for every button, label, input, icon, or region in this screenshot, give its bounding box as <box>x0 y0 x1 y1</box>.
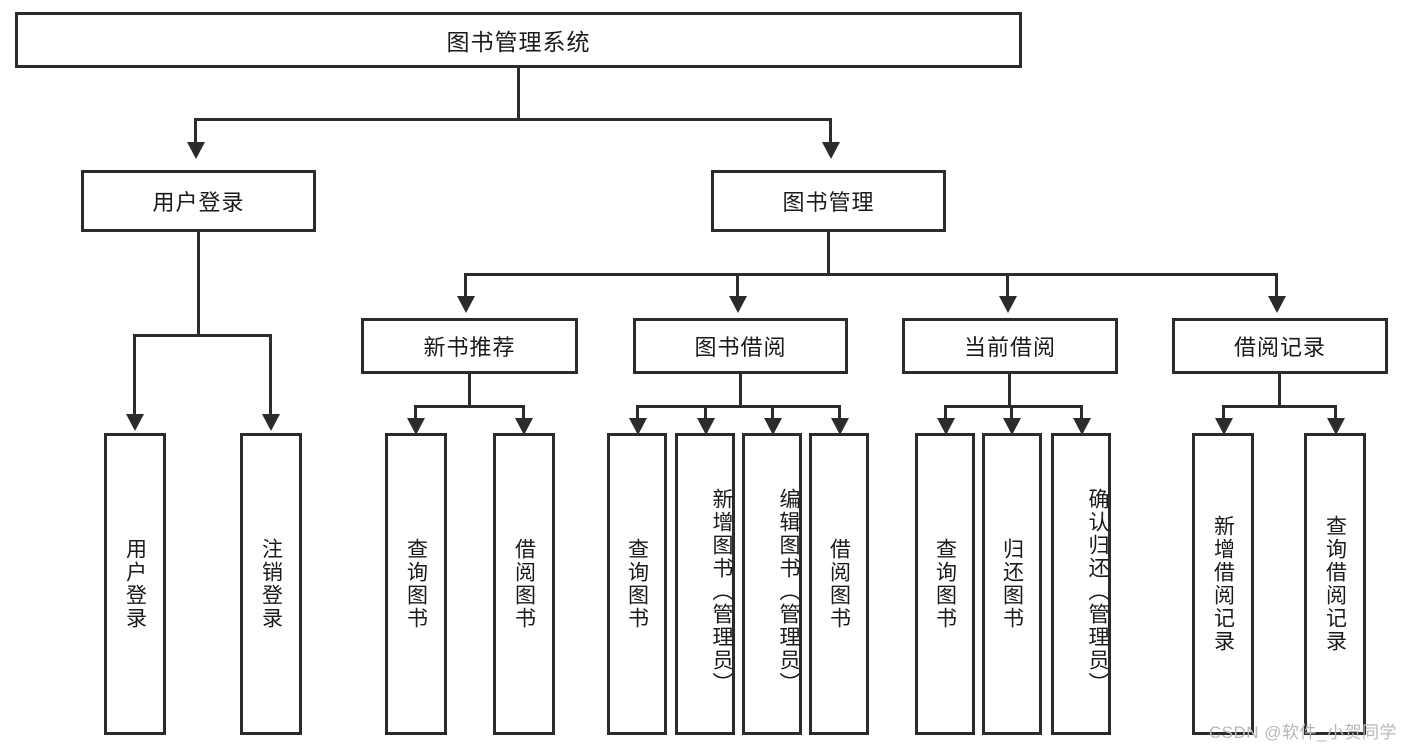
leaf-add-book[interactable]: 新增图书（管理员） <box>675 433 735 735</box>
connector-to-book-borrow <box>736 273 739 298</box>
arrow-to-book-borrow <box>729 296 747 313</box>
connector-to-current-borrow <box>1006 273 1009 298</box>
arrow-to-leaf-query-book-c <box>937 418 955 435</box>
connector-book-borrow-d4 <box>838 405 841 420</box>
connector-book-borrow-d1 <box>636 405 639 420</box>
node-new-book-rec[interactable]: 新书推荐 <box>361 318 578 374</box>
connector-root-to-user-login <box>194 118 197 144</box>
leaf-user-login[interactable]: 用户登录 <box>104 433 166 735</box>
connector-book-borrow-bar <box>636 405 841 408</box>
connector-book-manage-bar <box>464 273 1278 276</box>
arrow-to-borrow-record <box>1268 296 1286 313</box>
leaf-add-record[interactable]: 新增借阅记录 <box>1192 433 1254 735</box>
leaf-query-record[interactable]: 查询借阅记录 <box>1304 433 1366 735</box>
connector-root-bar <box>194 118 832 121</box>
connector-user-login-stem <box>197 232 200 337</box>
connector-book-borrow-d3 <box>771 405 774 420</box>
connector-new-book-rec-d1 <box>414 405 417 420</box>
connector-current-borrow-d1 <box>944 405 947 420</box>
connector-user-login-bar <box>133 334 272 337</box>
connector-root-stem <box>517 68 520 120</box>
node-current-borrow[interactable]: 当前借阅 <box>902 318 1118 374</box>
node-root-system[interactable]: 图书管理系统 <box>15 12 1022 68</box>
arrow-to-leaf-logout <box>262 414 280 431</box>
connector-to-borrow-record <box>1275 273 1278 298</box>
leaf-query-book-b[interactable]: 查询图书 <box>607 433 667 735</box>
connector-book-borrow-d2 <box>704 405 707 420</box>
arrow-to-leaf-edit-book <box>764 418 782 435</box>
node-book-manage[interactable]: 图书管理 <box>711 170 946 232</box>
arrow-to-leaf-query-record <box>1327 418 1345 435</box>
node-borrow-record[interactable]: 借阅记录 <box>1172 318 1388 374</box>
leaf-query-book-c[interactable]: 查询图书 <box>915 433 975 735</box>
leaf-query-book-a[interactable]: 查询图书 <box>385 433 447 735</box>
arrow-root-to-user-login <box>187 142 205 159</box>
arrow-to-leaf-confirm-return <box>1073 418 1091 435</box>
connector-borrow-record-bar <box>1222 405 1337 408</box>
connector-book-manage-stem <box>827 232 830 276</box>
leaf-edit-book[interactable]: 编辑图书（管理员） <box>742 433 802 735</box>
leaf-logout[interactable]: 注销登录 <box>240 433 302 735</box>
connector-new-book-rec-bar <box>414 405 525 408</box>
arrow-to-leaf-borrow-book-b <box>831 418 849 435</box>
arrow-to-leaf-query-book-b <box>629 418 647 435</box>
csdn-watermark: CSDN @软件_小贺同学 <box>1208 723 1397 742</box>
connector-current-borrow-stem <box>1008 374 1011 408</box>
arrow-to-leaf-borrow-book-a <box>515 418 533 435</box>
connector-borrow-record-d2 <box>1334 405 1337 420</box>
connector-current-borrow-d2 <box>1010 405 1013 420</box>
leaf-borrow-book-a[interactable]: 借阅图书 <box>493 433 555 735</box>
connector-borrow-record-stem <box>1278 374 1281 408</box>
connector-root-to-book-manage <box>829 118 832 144</box>
arrow-to-leaf-add-book <box>697 418 715 435</box>
connector-user-login-left-drop <box>133 334 136 416</box>
arrow-to-leaf-add-record <box>1215 418 1233 435</box>
connector-new-book-rec-d2 <box>522 405 525 420</box>
connector-current-borrow-d3 <box>1080 405 1083 420</box>
connector-book-borrow-stem <box>739 374 742 408</box>
arrow-to-current-borrow <box>999 296 1017 313</box>
connector-borrow-record-d1 <box>1222 405 1225 420</box>
node-user-login[interactable]: 用户登录 <box>81 170 316 232</box>
connector-user-login-right-drop <box>269 334 272 416</box>
arrow-to-leaf-user-login <box>126 414 144 431</box>
leaf-borrow-book-b[interactable]: 借阅图书 <box>809 433 869 735</box>
leaf-confirm-return[interactable]: 确认归还（管理员） <box>1051 433 1111 735</box>
connector-current-borrow-bar <box>944 405 1083 408</box>
connector-to-new-book-rec <box>464 273 467 298</box>
arrow-to-leaf-query-book-a <box>407 418 425 435</box>
arrow-to-new-book-rec <box>457 296 475 313</box>
node-book-borrow[interactable]: 图书借阅 <box>633 318 848 374</box>
connector-new-book-rec-stem <box>468 374 471 408</box>
arrow-to-leaf-return-book <box>1003 418 1021 435</box>
leaf-return-book[interactable]: 归还图书 <box>982 433 1042 735</box>
arrow-root-to-book-manage <box>822 142 840 159</box>
